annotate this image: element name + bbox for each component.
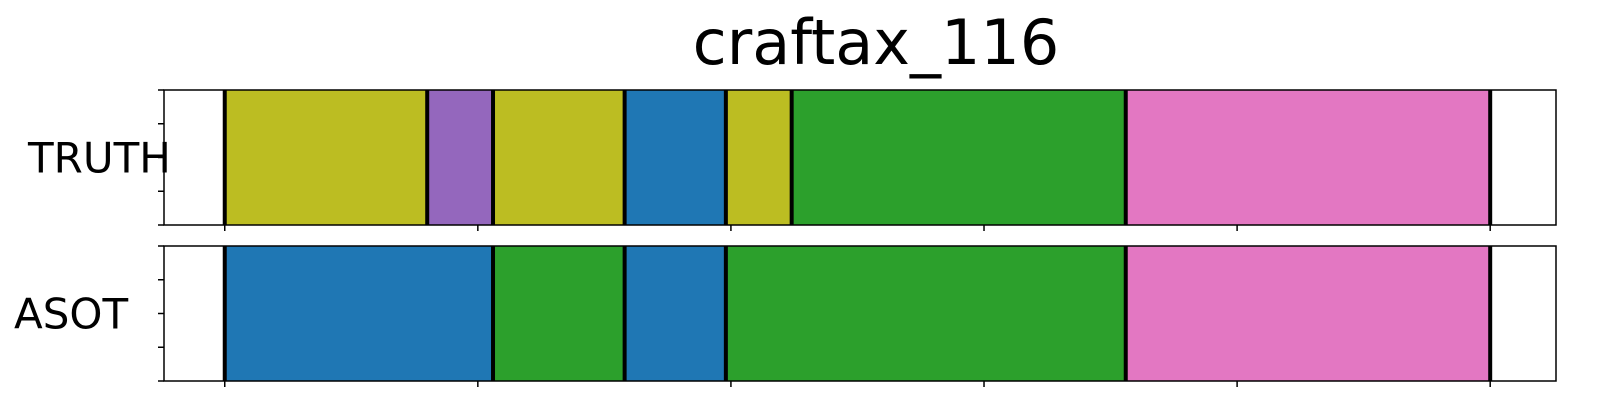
row-label-truth: TRUTH bbox=[27, 134, 171, 183]
segment-truth-6 bbox=[1125, 90, 1491, 225]
chart-title: craftax_116 bbox=[693, 6, 1060, 79]
segment-truth-0 bbox=[224, 90, 428, 225]
segment-truth-4 bbox=[725, 90, 792, 225]
segment-truth-1 bbox=[427, 90, 494, 225]
segment-truth-5 bbox=[791, 90, 1126, 225]
segment-asot-2 bbox=[624, 246, 726, 381]
segment-truth-2 bbox=[493, 90, 625, 225]
segment-asot-1 bbox=[493, 246, 625, 381]
segment-asot-4 bbox=[1125, 246, 1491, 381]
segment-asot-0 bbox=[224, 246, 494, 381]
segment-truth-3 bbox=[624, 90, 726, 225]
row-asot: ASOT bbox=[14, 245, 1557, 387]
row-label-asot: ASOT bbox=[14, 290, 128, 339]
rows-layer: TRUTH ASOT bbox=[14, 89, 1557, 387]
row-truth: TRUTH bbox=[27, 89, 1557, 231]
segment-asot-3 bbox=[725, 246, 1126, 381]
